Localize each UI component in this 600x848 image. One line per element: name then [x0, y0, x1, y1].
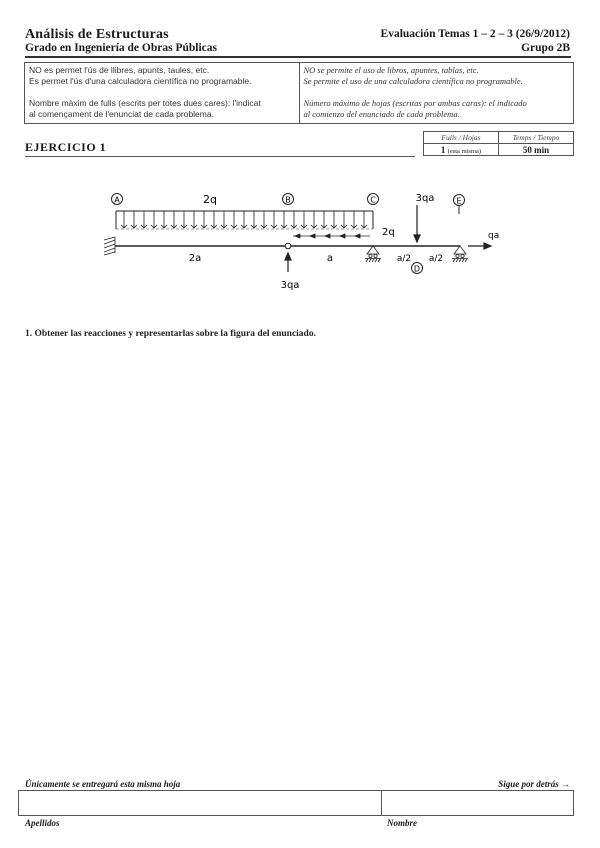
time-value: 50 min — [498, 143, 574, 156]
rule-line: al començament de l'enunciat de cada pro… — [29, 109, 214, 119]
question-text: 1. Obtener las reacciones y representarl… — [25, 329, 316, 339]
point-load-down-arrow — [413, 205, 421, 244]
node-b-label: B — [282, 193, 294, 205]
roller-support-c-icon — [365, 245, 381, 263]
node-e-label: E — [453, 194, 465, 214]
svg-text:C: C — [370, 196, 376, 205]
span-bc-label: a — [327, 253, 333, 264]
rule-line: NO se permite el uso de libros, apuntes,… — [303, 65, 479, 75]
rule-line: Número máximo de hojas (escritas por amb… — [303, 98, 527, 108]
horizontal-load-arrow — [468, 242, 493, 250]
exam-rules-box: NO es permet l'ús de llibres, apunts, ta… — [24, 62, 574, 124]
exercise-title: EJERCICIO 1 — [25, 140, 107, 154]
surname-field[interactable] — [19, 791, 382, 815]
fixed-support-icon — [103, 236, 116, 256]
sheets-value: 1 (esta misma) — [423, 143, 499, 156]
point-load-up-arrow — [284, 251, 292, 272]
rule-line: Nombre màxim de fulls (escrits per totes… — [29, 98, 261, 108]
span-cd-label: a/2 — [397, 254, 411, 264]
svg-text:D: D — [414, 265, 420, 274]
node-c-label: C — [367, 193, 379, 205]
sheets-header: Fulls / Hojas — [423, 131, 499, 144]
span-de-label: a/2 — [429, 254, 443, 264]
degree-name: Grado en Ingeniería de Obras Públicas — [25, 42, 217, 54]
svg-text:B: B — [285, 196, 291, 205]
sheets-count: 1 — [440, 144, 446, 155]
span-ab-label: 2a — [189, 253, 202, 264]
node-a-label: A — [111, 193, 123, 205]
rules-spanish: NO se permite el uso de libros, apuntes,… — [300, 63, 574, 123]
name-label: Nombre — [387, 818, 417, 828]
axial-load-arrows — [293, 233, 370, 239]
horizontal-load-label: qa — [488, 231, 499, 241]
time-header: Temps / Tiempo — [498, 131, 574, 144]
header-divider — [25, 56, 571, 58]
svg-text:E: E — [456, 197, 461, 206]
point-load-down-label: 3qa — [416, 193, 435, 204]
continue-on-back-note: Sigue por detrás → — [498, 779, 570, 789]
sheets-note: (esta misma) — [447, 147, 482, 155]
axial-load-label: 2q — [382, 227, 395, 238]
exercise-info-table: Fulls / Hojas Temps / Tiempo 1 (esta mis… — [423, 131, 574, 156]
distributed-load-label: 2q — [203, 193, 217, 206]
group-label: Grupo 2B — [521, 42, 570, 54]
point-load-up-label: 3qa — [281, 280, 300, 291]
beam-diagram: A B C E — [103, 193, 499, 291]
footer-note: Únicamente se entregará esta misma hoja — [25, 779, 181, 789]
rules-catalan: NO es permet l'ús de llibres, apunts, ta… — [25, 63, 300, 123]
rule-line: Se permite el uso de una calculadora cie… — [303, 76, 523, 86]
exercise-divider — [25, 156, 415, 157]
rule-line: Es permet l'ús d'una calculadora científ… — [29, 76, 252, 86]
roller-support-e-icon — [452, 245, 468, 263]
course-title: Análisis de Estructuras — [25, 27, 169, 42]
surname-label: Apellidos — [25, 818, 60, 828]
node-d-label: D — [411, 262, 423, 274]
evaluation-title: Evaluación Temas 1 – 2 – 3 (26/9/2012) — [380, 28, 570, 40]
rule-line: NO es permet l'ús de llibres, apunts, ta… — [29, 65, 210, 75]
student-name-box — [18, 790, 574, 816]
rule-line: al comienzo del enunciado de cada proble… — [303, 109, 460, 119]
svg-text:A: A — [114, 196, 120, 205]
hinge-icon — [284, 242, 292, 250]
name-field[interactable] — [382, 791, 573, 815]
distributed-load — [115, 210, 374, 230]
